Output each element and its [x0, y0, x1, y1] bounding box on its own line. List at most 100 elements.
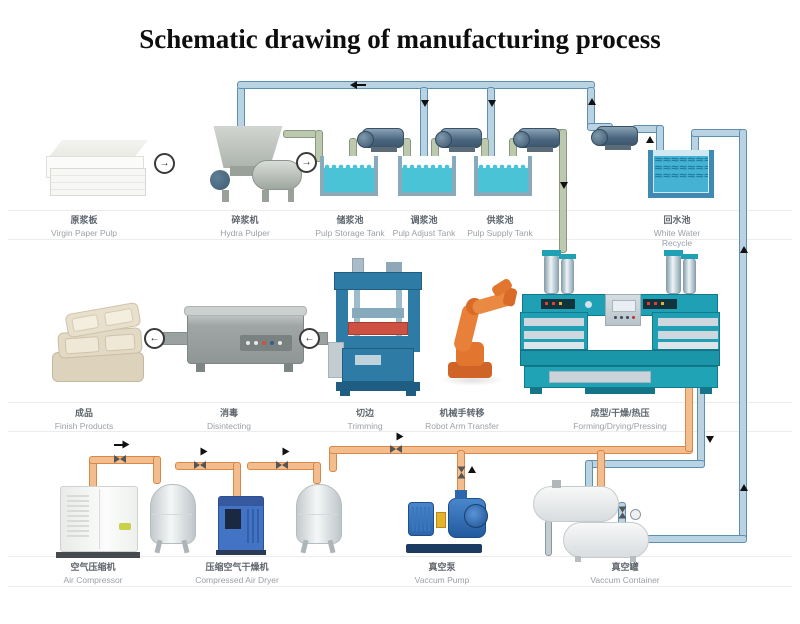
pulper-leg — [222, 190, 229, 202]
control-screen — [612, 300, 636, 312]
label-zh: 真空泵 — [428, 562, 456, 572]
label-trimming: 切边 Trimming — [347, 406, 382, 431]
label-zh: 真空罐 — [611, 562, 639, 572]
forming-cylinder-cap — [681, 254, 698, 259]
control-panel — [240, 335, 292, 351]
label-white-water-recycle: 回水池 White Water Recycle — [642, 213, 712, 248]
step-arrow-right-icon: → — [154, 153, 175, 174]
forming-cylinder-cap — [664, 250, 683, 256]
digital-display — [643, 299, 677, 309]
label-zh: 供浆池 — [486, 215, 514, 225]
beam-knob — [585, 301, 592, 308]
press-red-platen — [348, 322, 408, 335]
label-en: Air Compressor — [63, 575, 123, 585]
flow-arrow-tail — [357, 84, 366, 86]
wave-row: ≈≈≈≈≈≈≈≈≈≈ — [654, 169, 708, 182]
yellow-coupling — [436, 512, 446, 528]
mold-platen — [524, 342, 584, 349]
robot-base — [448, 362, 492, 378]
step-arrow-right-icon: → — [296, 152, 317, 173]
container-leg — [630, 556, 636, 562]
label-virgin-paper-pulp: 原浆板 Virgin Paper Pulp — [51, 213, 117, 238]
label-zh: 调浆池 — [410, 215, 438, 225]
label-zh: 储浆池 — [336, 215, 364, 225]
vacuum-container-bottom — [563, 522, 649, 558]
indicator-lights — [246, 341, 250, 345]
flow-arrow-left-icon — [350, 81, 357, 89]
pipe-right-riser — [739, 129, 747, 543]
white-water-tank: ≈≈≈≈≈≈≈≈≈≈ ≈≈≈≈≈≈≈≈≈≈ ≈≈≈≈≈≈≈≈≈≈ — [648, 150, 714, 198]
digital-display — [541, 299, 575, 309]
machine-leg — [196, 364, 205, 372]
gauge-icon — [630, 509, 641, 520]
step-arrow-left-icon: ← — [144, 328, 165, 349]
paper-stack-top — [48, 140, 148, 158]
storage-tank-pump — [357, 128, 404, 152]
flow-arrow-up-icon — [740, 484, 748, 491]
tray-compartment — [104, 333, 136, 352]
label-forming-drying-pressing: 成型/干燥/热压 Forming/Drying/Pressing — [573, 406, 667, 431]
tray-compartment — [71, 313, 100, 333]
label-en: Hydra Pulper — [220, 228, 270, 238]
dryer-base — [216, 550, 266, 555]
disinfect-machine-lid — [184, 306, 307, 316]
pulp-supply-tank — [474, 156, 532, 196]
tray-compartment — [103, 307, 134, 327]
wave-row: ≈≈≈≈≈≈≈≈≈≈ — [654, 161, 708, 174]
label-zh: 回水池 — [663, 215, 691, 225]
valve-icon — [457, 467, 466, 479]
tank-water — [324, 164, 374, 192]
pulper-leg — [262, 190, 269, 202]
label-en: Finish Products — [54, 421, 114, 431]
pipe-pulp-supply-drop — [559, 129, 567, 253]
pulper-leg — [288, 188, 294, 202]
label-en: Disintecting — [207, 421, 251, 431]
pulper-motor — [210, 170, 230, 190]
pulper-drum — [252, 160, 302, 190]
flow-arrow-down-icon — [421, 100, 429, 107]
pipe-air-main — [329, 446, 693, 454]
label-finish-products: 成品 Finish Products — [55, 406, 114, 431]
label-zh: 消毒 — [219, 408, 238, 418]
forming-foot — [700, 388, 712, 394]
forming-cylinder — [561, 258, 574, 294]
forming-foot — [585, 388, 655, 394]
forming-cylinder-cap — [542, 250, 561, 256]
forming-station-right — [652, 312, 720, 350]
press-lower-body — [342, 348, 414, 382]
vacuum-container-top — [533, 486, 619, 522]
air-dryer — [218, 496, 264, 552]
divider — [8, 210, 792, 211]
label-vaccum-pump: 真空泵 Vaccum Pump — [415, 560, 470, 585]
label-zh: 原浆板 — [70, 215, 98, 225]
display-digits — [647, 302, 650, 305]
forming-center-opening — [592, 322, 648, 350]
flow-arrow-up-icon — [588, 98, 596, 105]
water-waves: ≈≈≈≈≈≈≈≈≈≈ ≈≈≈≈≈≈≈≈≈≈ ≈≈≈≈≈≈≈≈≈≈ — [654, 156, 708, 192]
door-seam — [99, 489, 100, 549]
label-en: Compressed Air Dryer — [195, 575, 279, 585]
press-base — [336, 382, 420, 391]
disinfect-machine-body — [187, 312, 304, 364]
press-crosshead — [334, 272, 422, 290]
label-zh: 机械手转移 — [439, 408, 485, 418]
forming-cylinder-cap — [559, 254, 576, 259]
label-pulp-supply-tank: 供浆池 Pulp Supply Tank — [467, 213, 533, 238]
pipe-forming-vacuum-drop — [697, 386, 705, 468]
container-leg — [575, 556, 581, 562]
press-valve-block — [386, 262, 402, 274]
pipe-storage-tank-inlet — [315, 130, 323, 162]
disinfect-conveyor-left — [163, 332, 189, 345]
label-robot-arm-transfer: 机械手转移 Robot Arm Transfer — [425, 406, 499, 431]
pipe-pump1-suction — [349, 138, 357, 158]
flow-arrow-up-icon — [468, 466, 476, 473]
flow-arrow-right-icon — [396, 432, 404, 441]
pipe-container-branch — [597, 450, 605, 490]
mold-platen — [658, 318, 718, 326]
label-zh: 成型/干燥/热压 — [590, 408, 650, 418]
valve-icon — [618, 507, 627, 519]
white-water-pump — [591, 126, 638, 150]
dryer-top — [219, 497, 263, 506]
weld-seam — [152, 514, 192, 515]
